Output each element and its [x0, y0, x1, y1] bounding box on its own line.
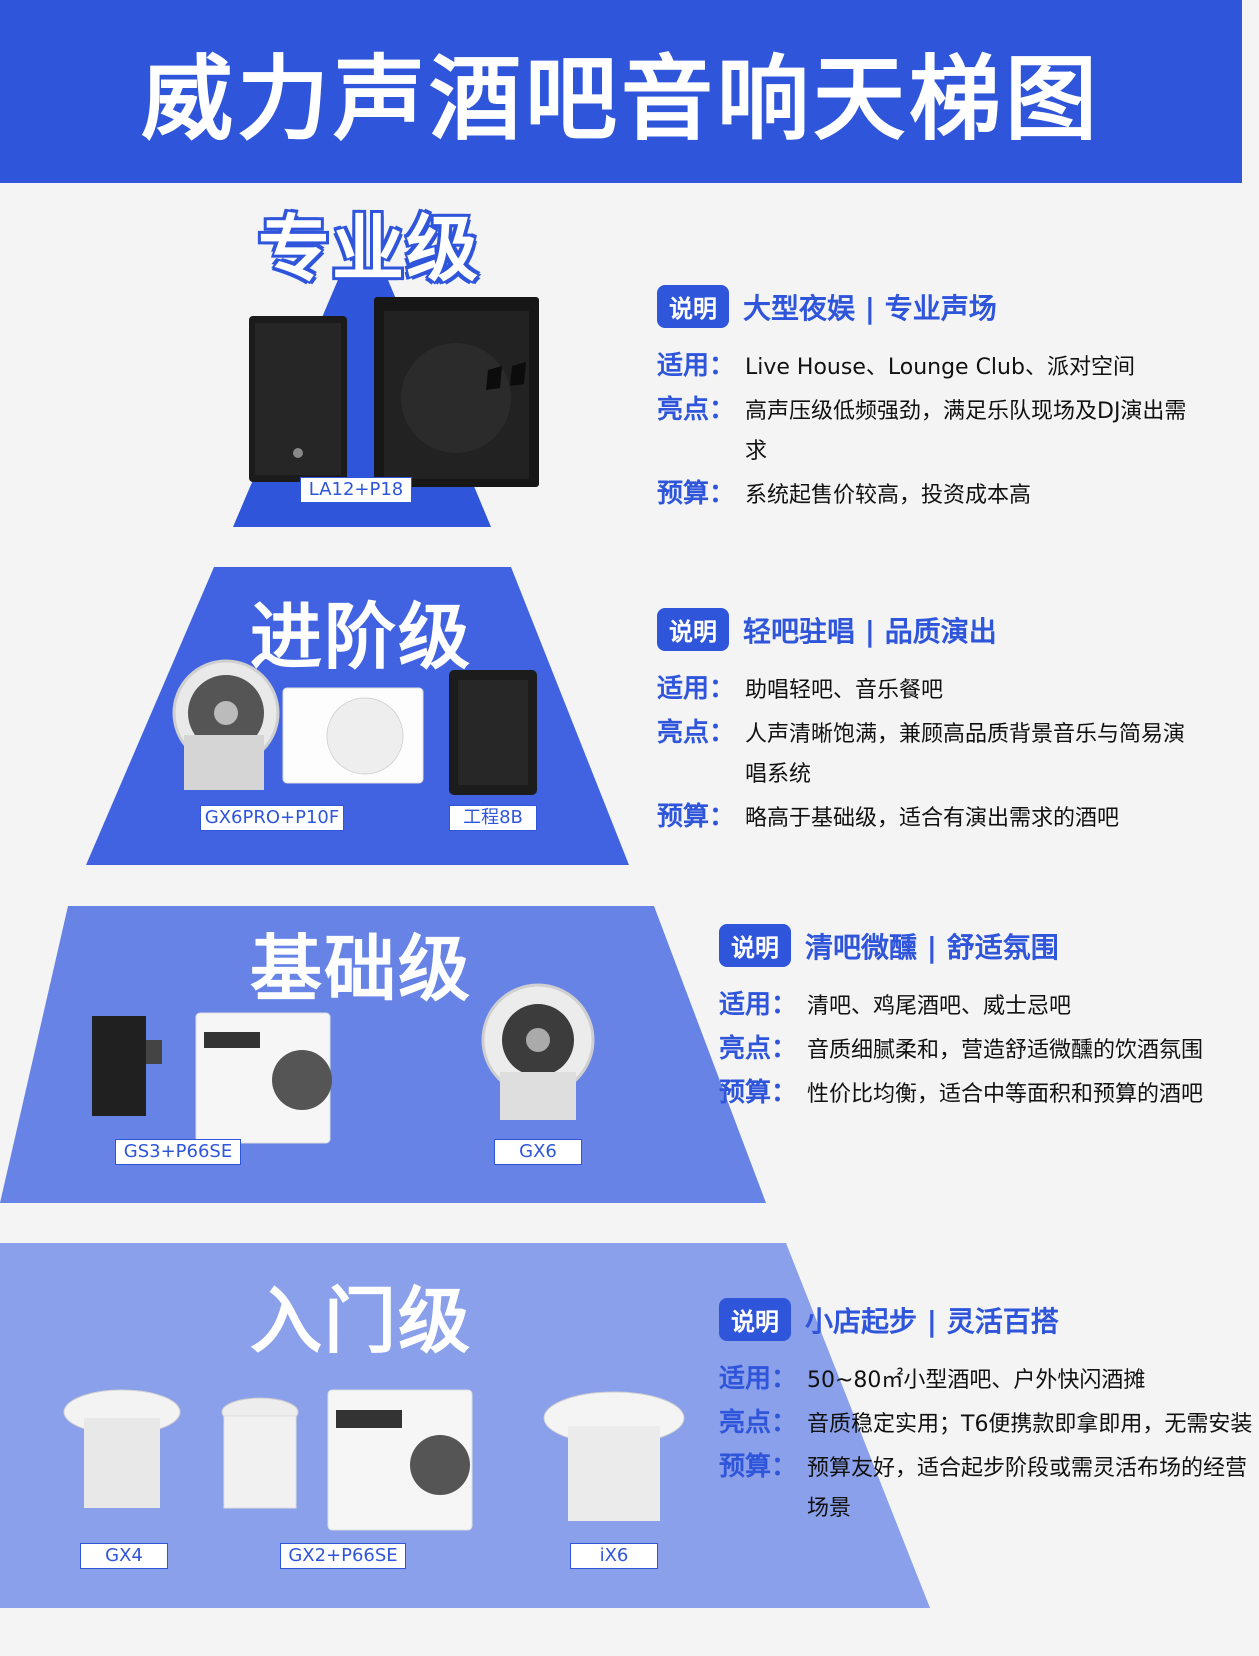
page-title: 威力声酒吧音响天梯图: [140, 46, 1101, 153]
product-label-gx4: GX4: [80, 1543, 168, 1569]
speaker-ix6-icon: [543, 1391, 685, 1521]
tier4-row-highlight: 亮点：音质稳定实用；T6便携款即拿即用，无需安装: [719, 1408, 1253, 1438]
speaker-p66se-tier4-icon: [327, 1389, 473, 1531]
tier2-description: 说明 轻吧驻唱 | 品质演出 适用：助唱轻吧、音乐餐吧 亮点：人声清晰饱满，兼顾…: [657, 608, 1197, 843]
explain-badge: 说明: [657, 285, 729, 328]
tier1-tagline: 大型夜娱 | 专业声场: [743, 291, 997, 325]
tier4-title: 入门级: [250, 1279, 473, 1363]
tier1-title: 专业级: [256, 205, 481, 293]
speaker-8b-icon: [449, 670, 537, 795]
tier1-row-budget: 预算：系统起售价较高，投资成本高: [657, 479, 1032, 509]
explain-badge: 说明: [719, 1298, 791, 1341]
product-label-gx6pro-p10f: GX6PRO+P10F: [200, 805, 344, 831]
tier3-shape: [0, 906, 766, 1203]
explain-badge: 说明: [719, 924, 791, 967]
speaker-gx6-icon: [481, 983, 595, 1120]
speaker-gs3-icon: [92, 1016, 162, 1116]
product-label-8b: 工程8B: [449, 805, 537, 831]
tier1-row-use: 适用：Live House、Lounge Club、派对空间: [657, 351, 1135, 381]
explain-badge: 说明: [657, 608, 729, 651]
product-label-gx2-p66se: GX2+P66SE: [280, 1543, 406, 1569]
tier4-description: 说明 小店起步 | 灵活百搭 适用：50~80㎡小型酒吧、户外快闪酒摊 亮点：音…: [719, 1298, 1259, 1533]
product-label-ix6: iX6: [570, 1543, 658, 1569]
speaker-p18-icon: [374, 297, 539, 487]
tier4-tagline: 小店起步 | 灵活百搭: [805, 1304, 1059, 1338]
tier4-row-use: 适用：50~80㎡小型酒吧、户外快闪酒摊: [719, 1364, 1146, 1394]
tier3-tagline: 清吧微醺 | 舒适氛围: [805, 930, 1059, 964]
tier3-row-budget: 预算：性价比均衡，适合中等面积和预算的酒吧: [719, 1078, 1204, 1108]
tier3-row-use: 适用：清吧、鸡尾酒吧、威士忌吧: [719, 990, 1072, 1020]
speaker-la12-icon: [249, 316, 347, 482]
tier3-row-highlight: 亮点：音质细腻柔和，营造舒适微醺的饮酒氛围: [719, 1034, 1204, 1064]
tier1-row-highlight: 亮点：高声压级低频强劲，满足乐队现场及DJ演出需求: [657, 395, 1187, 464]
tier2-row-use: 适用：助唱轻吧、音乐餐吧: [657, 674, 944, 704]
tier2-title: 进阶级: [250, 595, 473, 679]
speaker-p66se-icon: [195, 1012, 332, 1144]
product-label-la12-p18: LA12+P18: [300, 477, 412, 503]
tier4-row-budget: 预算：预算友好，适合起步阶段或需灵活布场的经营场景: [719, 1452, 1248, 1521]
speaker-gx4-icon: [63, 1389, 181, 1508]
speaker-gx2-icon: [221, 1397, 299, 1509]
tier2-row-budget: 预算：略高于基础级，适合有演出需求的酒吧: [657, 802, 1120, 832]
header-banner: 威力声酒吧音响天梯图: [0, 0, 1242, 183]
tier3-title: 基础级: [250, 927, 473, 1011]
tier2-row-highlight: 亮点：人声清晰饱满，兼顾高品质背景音乐与简易演唱系统: [657, 718, 1186, 787]
tier3-description: 说明 清吧微醺 | 舒适氛围 适用：清吧、鸡尾酒吧、威士忌吧 亮点：音质细腻柔和…: [719, 924, 1259, 1119]
product-label-gx6: GX6: [494, 1139, 582, 1165]
speaker-gx6pro-icon: [172, 659, 280, 790]
speaker-p10f-icon: [282, 687, 424, 784]
product-label-gs3-p66se: GS3+P66SE: [115, 1139, 241, 1165]
tier1-description: 说明 大型夜娱 | 专业声场 适用：Live House、Lounge Club…: [657, 285, 1197, 520]
tier2-tagline: 轻吧驻唱 | 品质演出: [743, 614, 997, 648]
